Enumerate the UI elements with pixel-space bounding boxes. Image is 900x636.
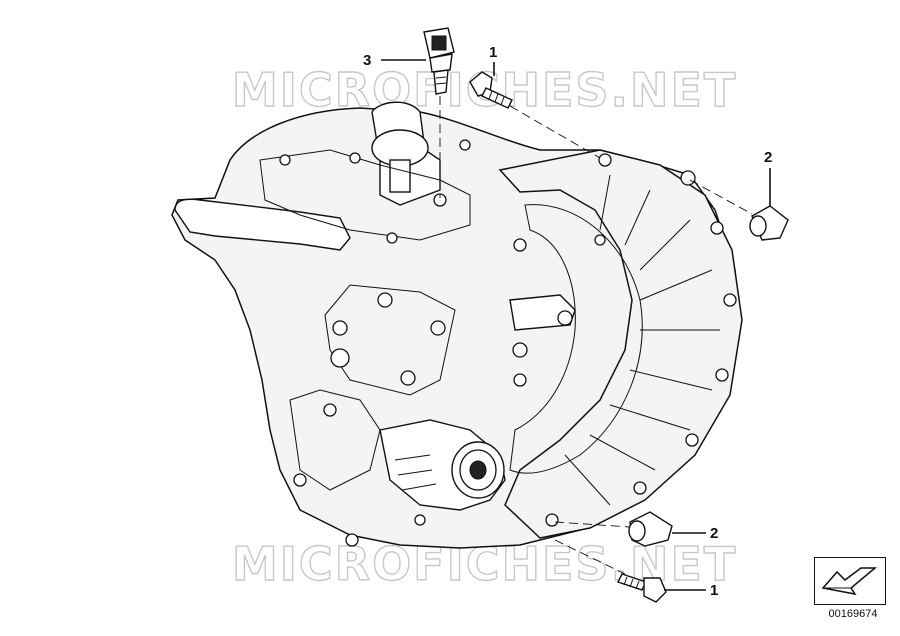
reference-number: 00169674 bbox=[828, 608, 878, 620]
bolt-top-guide-line bbox=[509, 105, 601, 159]
gearbox-housing bbox=[171, 101, 743, 549]
sleeve-bottom-part bbox=[628, 511, 673, 547]
sleeve-bottom-guide-line bbox=[554, 521, 631, 528]
reference-box bbox=[814, 557, 886, 605]
callout-sensor: 3 bbox=[363, 52, 371, 69]
sensor-part bbox=[423, 27, 455, 95]
arrow-down-left-icon bbox=[821, 567, 878, 596]
callout-sleeve-top: 2 bbox=[764, 149, 772, 166]
bolt-bottom-guide-line bbox=[554, 539, 626, 575]
callout-bolt-top: 1 bbox=[489, 44, 497, 61]
callout-bolt-bottom: 1 bbox=[710, 582, 718, 599]
callout-sleeve-bottom: 2 bbox=[710, 525, 718, 542]
sleeve-top-guide-line bbox=[689, 179, 753, 215]
bolt-top-part bbox=[469, 71, 513, 109]
sleeve-top-part bbox=[749, 205, 789, 241]
bolt-bottom-part bbox=[617, 573, 667, 603]
